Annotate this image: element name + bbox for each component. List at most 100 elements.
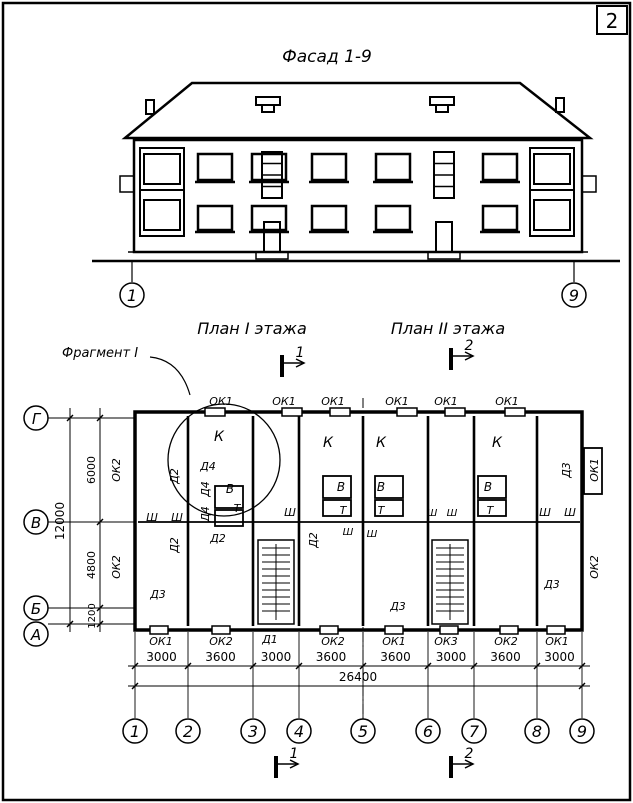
plan-window bbox=[281, 407, 303, 417]
dimension-tick bbox=[359, 662, 367, 670]
axis-bubble-А: А bbox=[23, 621, 49, 647]
facade-window bbox=[143, 153, 181, 185]
sheet-number: 2 bbox=[606, 9, 619, 33]
roof-vent-left bbox=[255, 96, 281, 106]
dimension-tick bbox=[470, 662, 478, 670]
window-label: ОК1 bbox=[545, 635, 568, 648]
plan-toilet bbox=[374, 499, 404, 517]
room-label-kitchen: К bbox=[214, 429, 225, 445]
plan-window bbox=[149, 625, 169, 635]
window-label: ОК1 bbox=[382, 635, 405, 648]
facade-window bbox=[143, 199, 181, 231]
dimension-lines bbox=[48, 408, 590, 718]
dimension-tick bbox=[578, 682, 586, 690]
plan-bathroom bbox=[374, 475, 404, 499]
plan-second-floor-title: План II этажа bbox=[391, 319, 505, 338]
dimension-value: 3600 bbox=[316, 650, 347, 664]
axis-label: Б bbox=[31, 600, 41, 618]
section-number: 2 bbox=[465, 338, 474, 354]
window-label: ОК1 bbox=[272, 395, 295, 408]
svg-text:1: 1 bbox=[127, 286, 137, 305]
window-label: ОК1 bbox=[385, 395, 408, 408]
window-label: ОК1 bbox=[209, 395, 232, 408]
dimension-tick bbox=[578, 662, 586, 670]
dimension-tick bbox=[184, 662, 192, 670]
plan-window bbox=[546, 625, 566, 635]
room-label-bath: В bbox=[484, 480, 492, 494]
dimension-total: 12000 bbox=[53, 502, 67, 540]
axis-label: Г bbox=[32, 410, 42, 428]
facade-window bbox=[481, 152, 519, 182]
room-label-toilet: Т bbox=[234, 502, 242, 515]
axis-bubble-8: 8 bbox=[524, 718, 550, 744]
room-label-kitchen: К bbox=[376, 435, 387, 451]
dimension-tick bbox=[96, 518, 104, 526]
plan-toilet bbox=[214, 509, 244, 527]
dimension-value: 3600 bbox=[380, 650, 411, 664]
plan-window bbox=[504, 407, 526, 417]
axis-bubble-В: В bbox=[23, 509, 49, 535]
fragment-circle bbox=[167, 403, 281, 517]
section-mark-top-1: 1 bbox=[280, 345, 306, 377]
plan-window bbox=[444, 407, 466, 417]
dimension-tick bbox=[131, 682, 139, 690]
window-label: ОК1 bbox=[321, 395, 344, 408]
room-label-closet: Ш bbox=[343, 527, 354, 538]
door-label: Д2 bbox=[168, 537, 181, 554]
axis-bubble-7: 7 bbox=[461, 718, 487, 744]
dimension-tick bbox=[66, 414, 74, 422]
window-label: ОК2 bbox=[494, 635, 517, 648]
room-label-closet: Ш bbox=[427, 508, 438, 519]
section-number: 2 bbox=[465, 746, 474, 762]
facade-wall bbox=[132, 138, 584, 254]
section-mark-bottom-2: 2 bbox=[449, 746, 475, 778]
window-label: ОК1 bbox=[588, 458, 601, 481]
window-label: ОК1 bbox=[495, 395, 518, 408]
window-label: ОК2 bbox=[110, 458, 123, 481]
dimension-tick bbox=[533, 662, 541, 670]
plan-window bbox=[211, 625, 231, 635]
window-label: ОК3 bbox=[434, 635, 457, 648]
facade-window bbox=[481, 204, 519, 232]
axis-label: А bbox=[30, 626, 41, 644]
plan-window bbox=[499, 625, 519, 635]
room-label-kitchen: К bbox=[492, 435, 503, 451]
window-label: ОК2 bbox=[588, 555, 601, 578]
section-mark-top-2: 2 bbox=[449, 338, 475, 370]
door-label: Д3 bbox=[149, 588, 166, 601]
roof-vent-right bbox=[429, 96, 455, 106]
facade-window bbox=[250, 152, 288, 182]
door-label: Д2 bbox=[307, 532, 320, 549]
facade-window bbox=[533, 199, 571, 231]
door-label: Д1 bbox=[261, 633, 278, 646]
facade-window bbox=[250, 204, 288, 232]
room-label-toilet: Т bbox=[487, 504, 495, 517]
dimension-tick bbox=[295, 662, 303, 670]
facade-elevation: Фасад 1-9 bbox=[92, 47, 620, 263]
facade-axis-left: 1 bbox=[119, 262, 145, 308]
window-label: ОК1 bbox=[434, 395, 457, 408]
axis-bubble-9: 9 bbox=[569, 718, 595, 744]
axis-bubble-5: 5 bbox=[350, 718, 376, 744]
plan-window bbox=[329, 407, 351, 417]
door-label: Д2 bbox=[168, 468, 181, 485]
dimension-tick bbox=[96, 620, 104, 628]
dimension-value: 3600 bbox=[205, 650, 236, 664]
room-label-bath: В bbox=[377, 480, 385, 494]
dimension-value: 3600 bbox=[490, 650, 521, 664]
axis-label: 9 bbox=[577, 722, 587, 741]
axis-bubble-2: 2 bbox=[175, 718, 201, 744]
facade-entrance-door bbox=[263, 221, 281, 253]
axis-bubble-3: 3 bbox=[240, 718, 266, 744]
window-label: ОК2 bbox=[110, 555, 123, 578]
floor-plan bbox=[133, 356, 603, 720]
room-label-closet: Ш bbox=[367, 529, 378, 540]
facade-entrance-door bbox=[435, 221, 453, 253]
door-label: Д4 bbox=[199, 481, 212, 498]
facade-title: Фасад 1-9 bbox=[282, 47, 372, 67]
room-label-bath: В bbox=[337, 480, 345, 494]
plan-window bbox=[204, 407, 226, 417]
dimension-value: 3000 bbox=[261, 650, 292, 664]
